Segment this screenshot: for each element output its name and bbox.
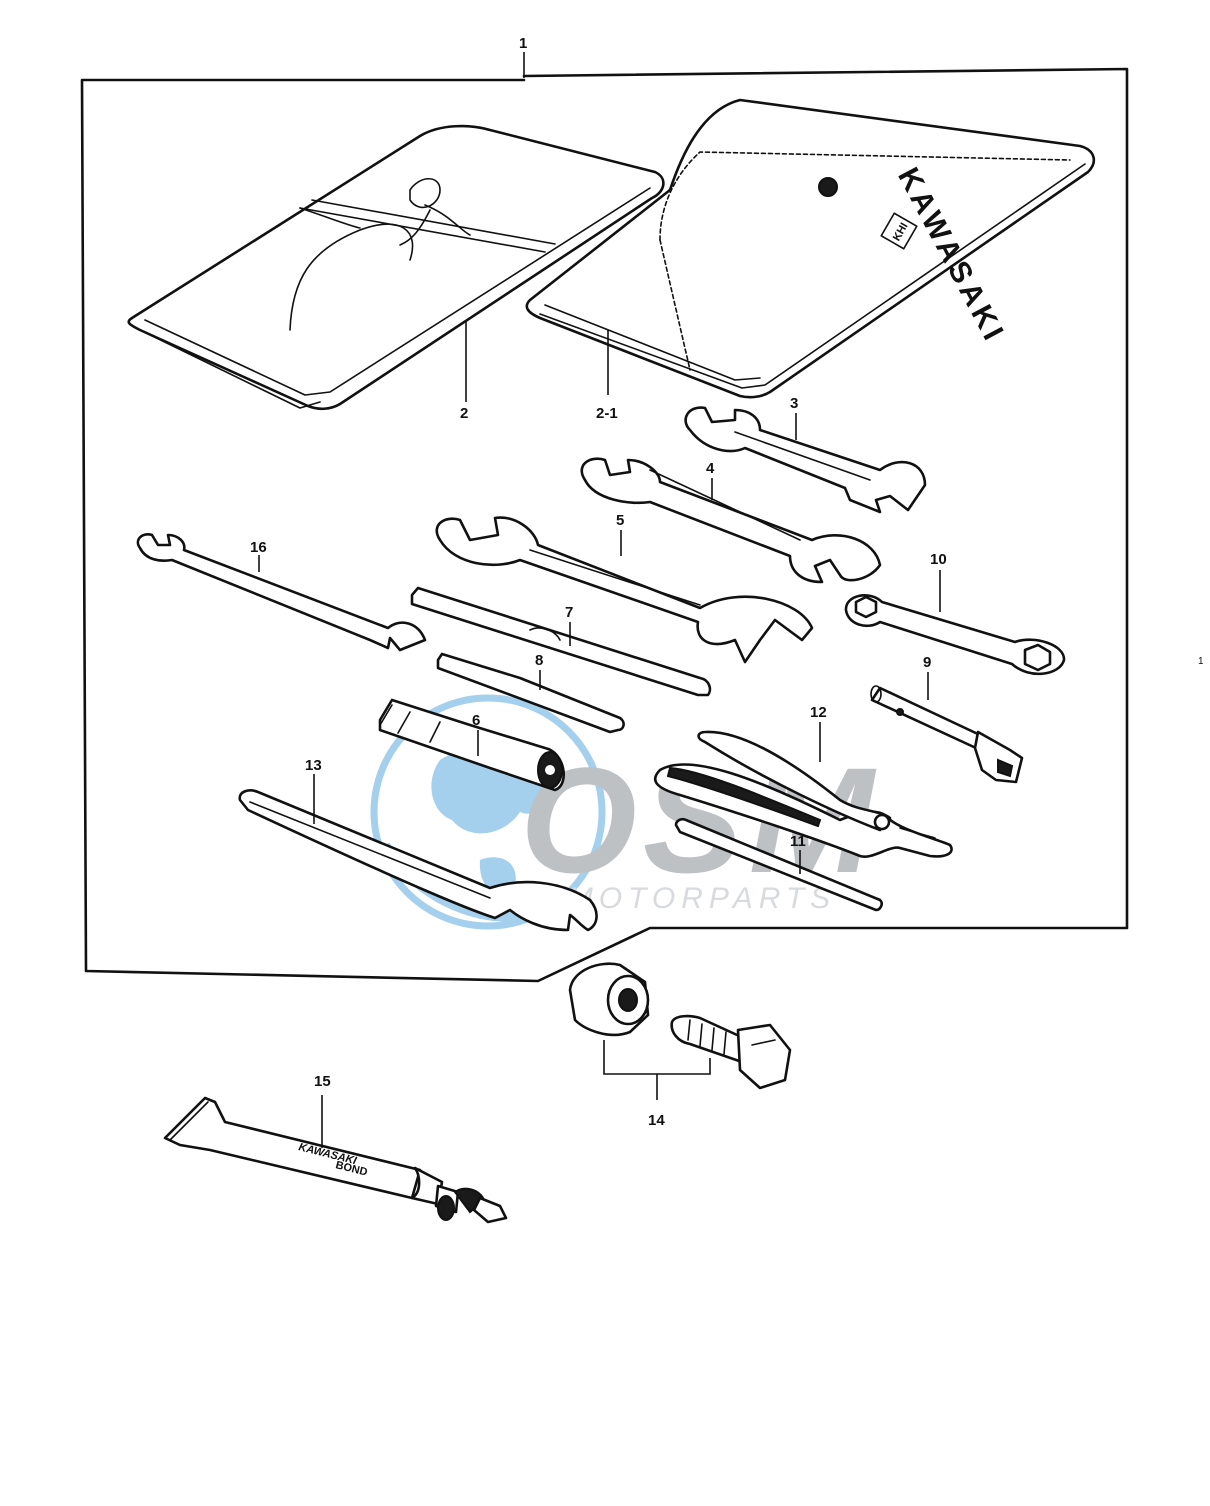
callout-2: 2 <box>460 405 468 422</box>
edge-mark: 1 <box>1198 656 1204 667</box>
open-end-wrench-icon <box>580 457 882 584</box>
callout-12: 12 <box>810 704 827 721</box>
callout-14: 14 <box>648 1112 665 1129</box>
box-wrench-icon <box>844 594 1066 676</box>
open-end-wrench-icon <box>435 516 814 664</box>
tool-pouch-kawasaki-icon: KHI KAWASAKI <box>525 98 1096 399</box>
callout-11: 11 <box>790 833 806 850</box>
kit-boundary <box>80 52 1129 983</box>
pliers-icon <box>654 730 953 858</box>
callout-1: 1 <box>519 35 527 52</box>
screwdriver-icon <box>410 586 712 697</box>
callout-6: 6 <box>472 712 480 729</box>
extension-bar-icon <box>674 817 883 912</box>
callout-9: 9 <box>923 654 931 671</box>
screwdriver-handle-icon <box>378 698 565 792</box>
adapter-nut-bolt-icon <box>568 962 792 1090</box>
callout-5: 5 <box>616 512 624 529</box>
spark-plug-socket-icon <box>870 685 1024 784</box>
callout-4: 4 <box>706 460 715 477</box>
watermark-subtitle: MOTORPARTS <box>568 882 836 915</box>
callout-16: 16 <box>250 539 267 556</box>
hook-spanner-icon <box>238 789 598 932</box>
screwdriver-icon <box>436 652 625 734</box>
callout-10: 10 <box>930 551 947 568</box>
callout-2-1: 2-1 <box>596 405 618 422</box>
open-end-wrench-icon <box>684 406 927 514</box>
callout-8: 8 <box>535 652 543 669</box>
callout-13: 13 <box>305 757 322 774</box>
callout-7: 7 <box>565 604 573 621</box>
callout-15: 15 <box>314 1073 331 1090</box>
tool-pouch-rolled-icon <box>127 124 665 411</box>
kawasaki-bond-tube-icon: KAWASAKI BOND <box>163 1096 508 1224</box>
open-end-wrench-icon <box>136 533 427 652</box>
callout-3: 3 <box>790 395 798 412</box>
